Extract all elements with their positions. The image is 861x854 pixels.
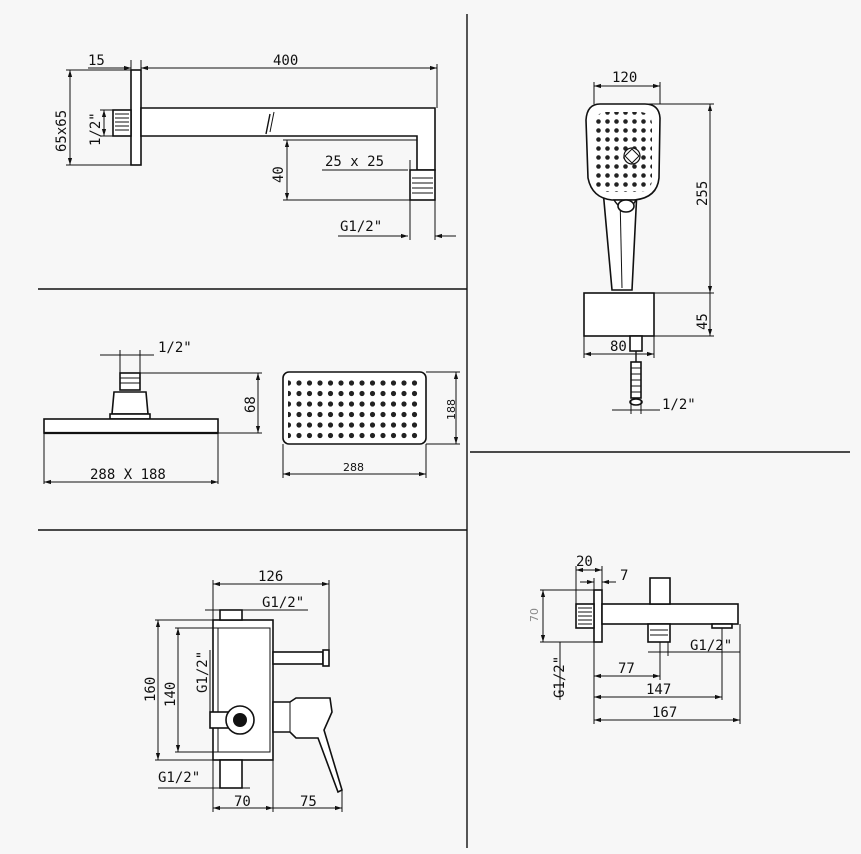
dim-188: 188 — [445, 399, 458, 420]
dim-7: 7 — [620, 568, 628, 584]
shower-arm-drawing: 15 400 65x65 1/2" 40 25 x 25 G1/2" — [54, 53, 456, 240]
dim-45: 45 — [695, 313, 711, 330]
overhead-shower-drawing: 288 X 188 1/2" 68 188 288 — [43, 340, 460, 485]
dim-20: 20 — [576, 554, 593, 570]
dim-g-bottom: G1/2" — [158, 770, 200, 786]
dim-g-left: G1/2" — [195, 651, 211, 693]
dim-288: 288 — [343, 461, 364, 474]
dim-65x65: 65x65 — [54, 110, 70, 152]
section-dividers — [38, 14, 850, 848]
dim-70-mixer: 70 — [234, 794, 251, 810]
dim-147: 147 — [646, 682, 671, 698]
bath-spout-drawing: 20 7 70 G1/2" G1/2" 77 147 167 — [528, 554, 741, 724]
dim-40: 40 — [271, 166, 287, 183]
dim-g-top: G1/2" — [262, 595, 304, 611]
dim-120: 120 — [612, 70, 637, 86]
dim-288x188: 288 X 188 — [90, 467, 166, 483]
dim-70-spout: 70 — [528, 608, 541, 622]
dim-400: 400 — [273, 53, 298, 69]
dim-140: 140 — [163, 682, 179, 707]
dim-80: 80 — [610, 339, 627, 355]
dim-167: 167 — [652, 705, 677, 721]
dim-g-spout-right: G1/2" — [690, 638, 732, 654]
dim-half-inch-head: 1/2" — [158, 340, 192, 356]
dim-25x25: 25 x 25 — [325, 154, 384, 170]
concealed-mixer-drawing: 126 G1/2" 160 140 G1/2" G1/2" 70 75 — [143, 569, 343, 812]
hand-shower-drawing: 120 255 45 80 1/2" — [583, 70, 714, 414]
dim-68: 68 — [243, 396, 259, 413]
dim-g-half: G1/2" — [340, 219, 382, 235]
dim-255: 255 — [695, 181, 711, 206]
dim-g-spout-left: G1/2" — [552, 656, 568, 698]
dim-half-inch-hs: 1/2" — [662, 397, 696, 413]
dim-75: 75 — [300, 794, 317, 810]
dim-half-inch: 1/2" — [88, 112, 104, 146]
dim-126: 126 — [258, 569, 283, 585]
dim-77: 77 — [618, 661, 635, 677]
dim-15: 15 — [88, 53, 105, 69]
dim-160: 160 — [143, 677, 159, 702]
